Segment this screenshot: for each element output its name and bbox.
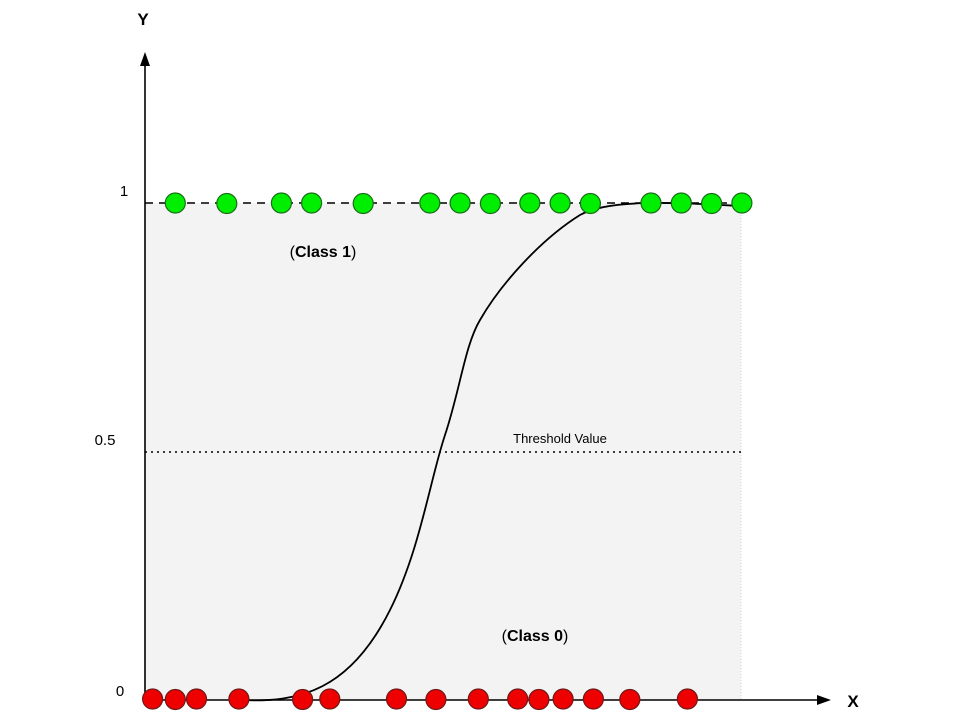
class0-point-15 (676, 688, 699, 710)
class0-point-5 (292, 688, 314, 711)
class1-point-11 (579, 192, 602, 215)
x-axis-arrow-icon (817, 695, 831, 705)
class0-point-3 (185, 688, 208, 710)
class0-annotation: (Class 0) (502, 628, 569, 645)
class0-point-4 (228, 688, 250, 710)
class1-point-2 (216, 192, 238, 215)
class0-point-6 (319, 688, 341, 710)
class1-point-12 (640, 192, 662, 214)
class0-point-11 (528, 688, 550, 711)
threshold-label: Threshold Value (513, 431, 607, 446)
class1-point-1 (164, 192, 186, 214)
class0-point-13 (582, 688, 605, 710)
class0-point-14 (619, 688, 641, 711)
class1-points (164, 192, 753, 215)
class1-annotation: (Class 1) (290, 244, 357, 261)
class1-point-14 (700, 192, 723, 215)
class1-point-9 (519, 192, 541, 214)
class0-point-2 (164, 688, 186, 711)
class0-point-7 (385, 688, 408, 710)
y-tick-label-0: 0 (116, 683, 124, 700)
class1-point-8 (479, 192, 501, 215)
class1-point-15 (731, 192, 753, 214)
class1-point-4 (301, 192, 323, 214)
class0-point-8 (425, 688, 447, 711)
class0-point-9 (467, 688, 489, 710)
class1-point-13 (670, 192, 692, 214)
class0-point-12 (552, 688, 574, 710)
class0-point-10 (507, 688, 529, 710)
class1-point-5 (352, 192, 374, 215)
shaded-region (145, 203, 741, 700)
y-tick-label-0-5: 0.5 (95, 432, 116, 449)
y-axis-arrow-icon (140, 52, 150, 66)
class1-point-3 (270, 192, 292, 214)
class0-points (142, 688, 699, 711)
x-axis-label: X (847, 692, 859, 711)
class1-point-6 (419, 192, 441, 214)
class1-point-7 (449, 192, 471, 214)
y-axis-label: Y (137, 10, 149, 29)
class0-point-1 (142, 688, 164, 710)
y-tick-label-1: 1 (120, 183, 128, 200)
class1-point-10 (549, 192, 571, 214)
